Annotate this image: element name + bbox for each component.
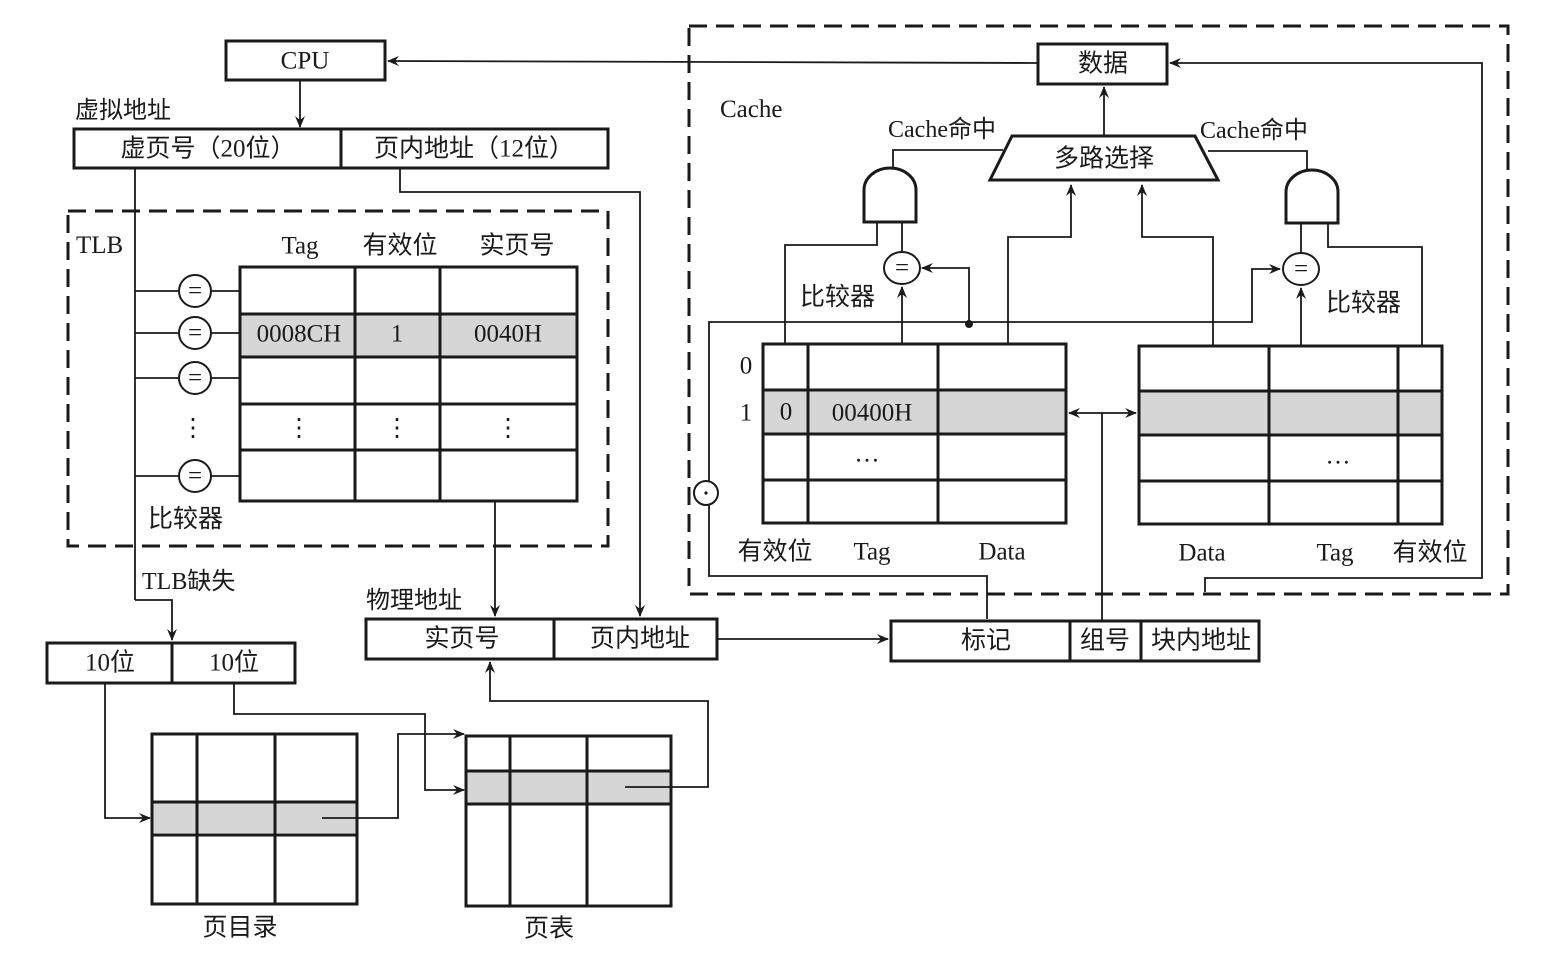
virtual-address-caption: 虚拟地址 [75, 97, 171, 124]
tlb-comparator-symbol-2: = [188, 320, 202, 347]
cache-row-index-1: 1 [740, 400, 753, 427]
physical-address-caption: 物理地址 [366, 587, 462, 614]
tlb-comparator-symbol-3: = [188, 365, 202, 392]
left-valid-to-and [784, 222, 878, 344]
dir-to-table-arrow [322, 729, 465, 819]
physical-address-register: 实页号 页内地址 [364, 617, 719, 661]
tlb-header-ppn: 实页号 [479, 232, 554, 260]
tlb-vdots-tag: ⋮ [287, 415, 312, 442]
tlb-miss-arrow [135, 599, 177, 641]
tag-to-left-cmp [921, 263, 970, 322]
tag-bus [708, 264, 1281, 619]
tlb-comparator-symbol-4: = [188, 463, 202, 490]
page-table-table [464, 734, 673, 908]
tlb-comparator-1 [178, 274, 212, 308]
cache-hit-left-label: Cache命中 [888, 116, 996, 143]
data-box-label: 数据 [1078, 50, 1128, 78]
cache-comparator-left-label: 比较器 [800, 283, 875, 311]
cache-boundary [687, 24, 1510, 596]
tlb-cell-ppn: 0040H [474, 321, 542, 348]
tlb-comparator-symbol-1: = [188, 278, 202, 305]
tlb-cell-tag: 0008CH [257, 321, 342, 348]
dir-index-arrow [104, 683, 151, 823]
left-hit-line [892, 149, 1003, 168]
cache-hit-right-label: Cache命中 [1200, 117, 1308, 144]
cpu-block: CPU [224, 39, 387, 82]
table-index-arrow [233, 683, 465, 795]
table-to-ppn-arrow [485, 661, 709, 788]
cache-right-way: … [1137, 344, 1444, 526]
pa-field-ppn: 实页号 [424, 625, 499, 653]
cache-field-offset: 块内地址 [1151, 627, 1251, 655]
split-field-2: 10位 [209, 649, 259, 677]
right-valid-to-and [1327, 223, 1423, 346]
va-field-vpn: 虚页号（20位） [120, 135, 295, 163]
cpu-box [224, 39, 387, 82]
tlb-cell-valid: 1 [391, 321, 404, 348]
tag-bus-junction [965, 320, 973, 328]
tlb-vdots-valid: ⋮ [385, 415, 410, 442]
right-way-header-tag: Tag [1316, 540, 1354, 567]
left-way-header-data: Data [978, 539, 1025, 566]
tlb-title: TLB [76, 232, 123, 259]
left-way-valid-value: 0 [780, 399, 793, 426]
cache-comparator-right [1282, 252, 1320, 286]
pa-field-offset: 页内地址 [590, 625, 690, 653]
data-box [1036, 42, 1169, 86]
tlb-vdots-ppn: ⋮ [496, 415, 521, 442]
and-gate-left [862, 166, 918, 224]
split-field-1: 10位 [85, 649, 135, 677]
tlb-comparator-4 [178, 459, 212, 493]
left-way-header-tag: Tag [853, 539, 891, 566]
virtual-address-register: 虚页号（20位） 页内地址（12位） [72, 127, 610, 170]
tlb-table-border [238, 265, 579, 503]
right-way-header-valid: 有效位 [1392, 539, 1467, 567]
multiplexer [987, 134, 1221, 182]
tlb-boundary [66, 209, 610, 548]
offset-to-pa-arrow [399, 168, 645, 617]
left-way-ellipsis: … [855, 441, 880, 468]
tlb-comparator-3 [178, 361, 212, 395]
tlb-miss-label: TLB缺失 [142, 568, 235, 595]
page-table-label: 页表 [524, 915, 574, 943]
left-data-to-mux [1007, 184, 1076, 344]
left-way-tag-value: 00400H [832, 400, 913, 427]
tlb-header-valid: 有效位 [362, 232, 437, 260]
tlb-highlight-row [240, 314, 577, 357]
va-field-offset: 页内地址（12位） [374, 135, 574, 163]
mux-label: 多路选择 [1054, 145, 1154, 173]
tlb-comparator-label: 比较器 [148, 505, 223, 533]
cache-comparator-left [883, 251, 921, 285]
cache-left-way: 0 00400H … [761, 342, 1068, 525]
cache-title: Cache [720, 96, 782, 123]
left-way-header-valid: 有效位 [737, 538, 812, 566]
and-gate-right [1284, 168, 1340, 225]
cache-address-box [889, 619, 1261, 663]
right-way-ellipsis: … [1326, 443, 1351, 470]
tlb-header-tag: Tag [281, 233, 319, 260]
cache-comparator-right-label: 比较器 [1326, 289, 1401, 317]
right-way-header-data: Data [1178, 540, 1225, 567]
tlb-comparator-2 [178, 316, 212, 350]
right-hit-line [1208, 150, 1308, 170]
page-directory-label: 页目录 [202, 915, 277, 942]
cache-field-tag: 标记 [961, 627, 1011, 655]
cpu-label: CPU [281, 48, 330, 75]
cache-field-set: 组号 [1080, 627, 1130, 655]
cache-comparator-left-symbol: = [895, 255, 909, 282]
right-data-to-mux [1137, 184, 1214, 346]
cache-data-output: 数据 [1036, 42, 1169, 86]
cache-comparator-right-symbol: = [1294, 256, 1308, 283]
page-directory-table [150, 732, 359, 906]
tlb-comparators: = = = = ⋮ [135, 274, 240, 493]
cache-address-register: 标记 组号 块内地址 [889, 619, 1261, 663]
tlb-miss-split-register: 10位 10位 [45, 641, 297, 685]
offset-to-data-arrow [1169, 58, 1483, 592]
tlb-comparator-vdots: ⋮ [181, 415, 206, 442]
cache-row-index-0: 0 [740, 353, 753, 380]
data-to-cpu-arrow [387, 56, 1039, 67]
tlb-table: 0008CH 1 0040H ⋮ ⋮ ⋮ [238, 265, 579, 503]
